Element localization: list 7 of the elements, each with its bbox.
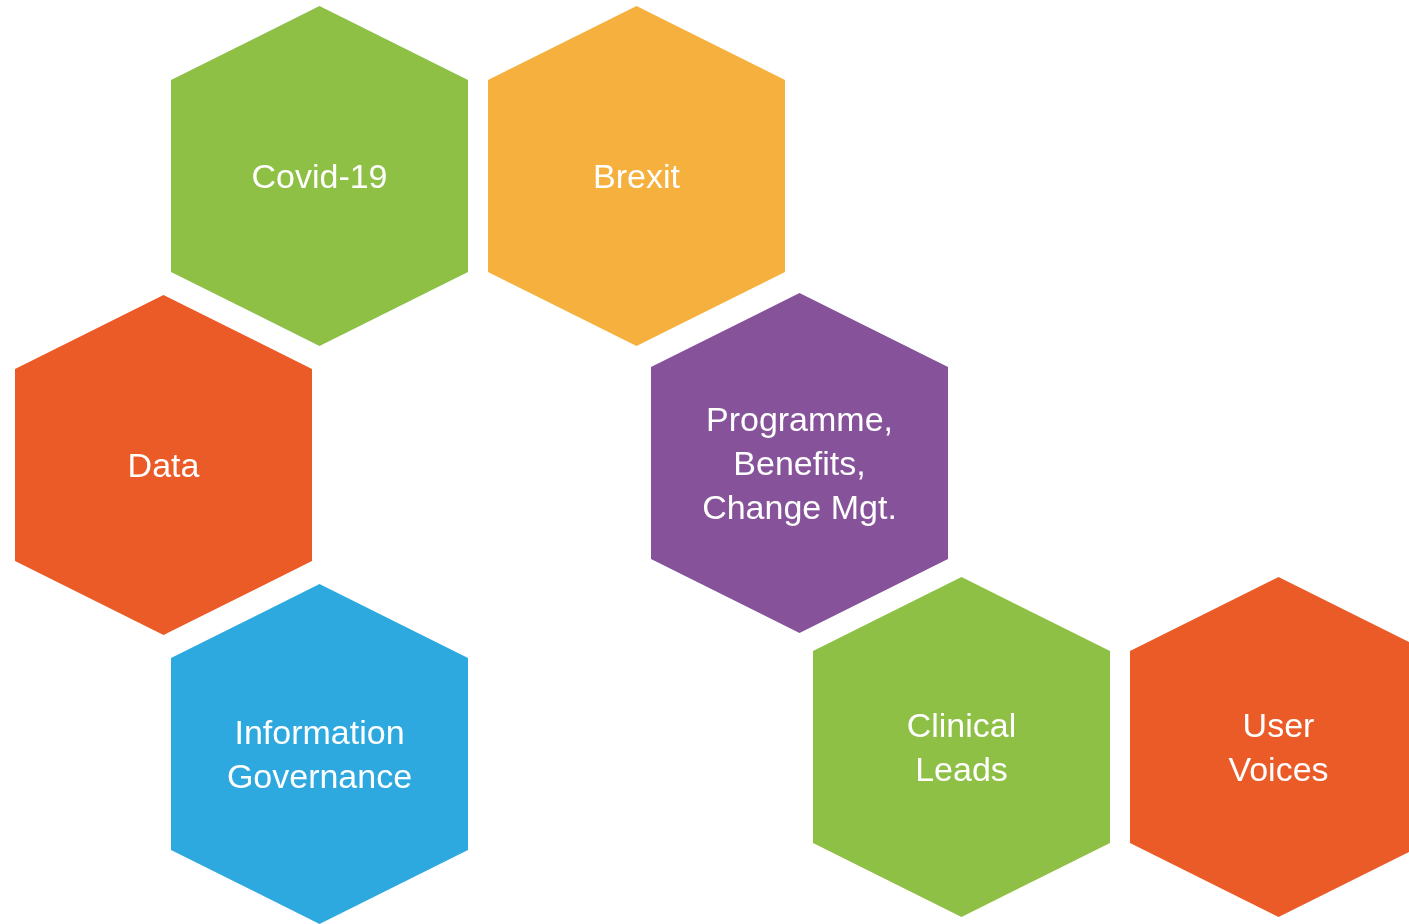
hexagon-label: Covid-19 (251, 155, 388, 197)
hexagon-label: Information Governance (225, 711, 414, 797)
hexagon-label: Clinical Leads (905, 704, 1018, 790)
hexagon-label: Data (127, 444, 200, 486)
hexagon-label: Brexit (593, 155, 680, 197)
hexagon-label: Programme, Benefits, Change Mgt. (701, 398, 898, 529)
hexagon-label: User Voices (1227, 704, 1330, 790)
